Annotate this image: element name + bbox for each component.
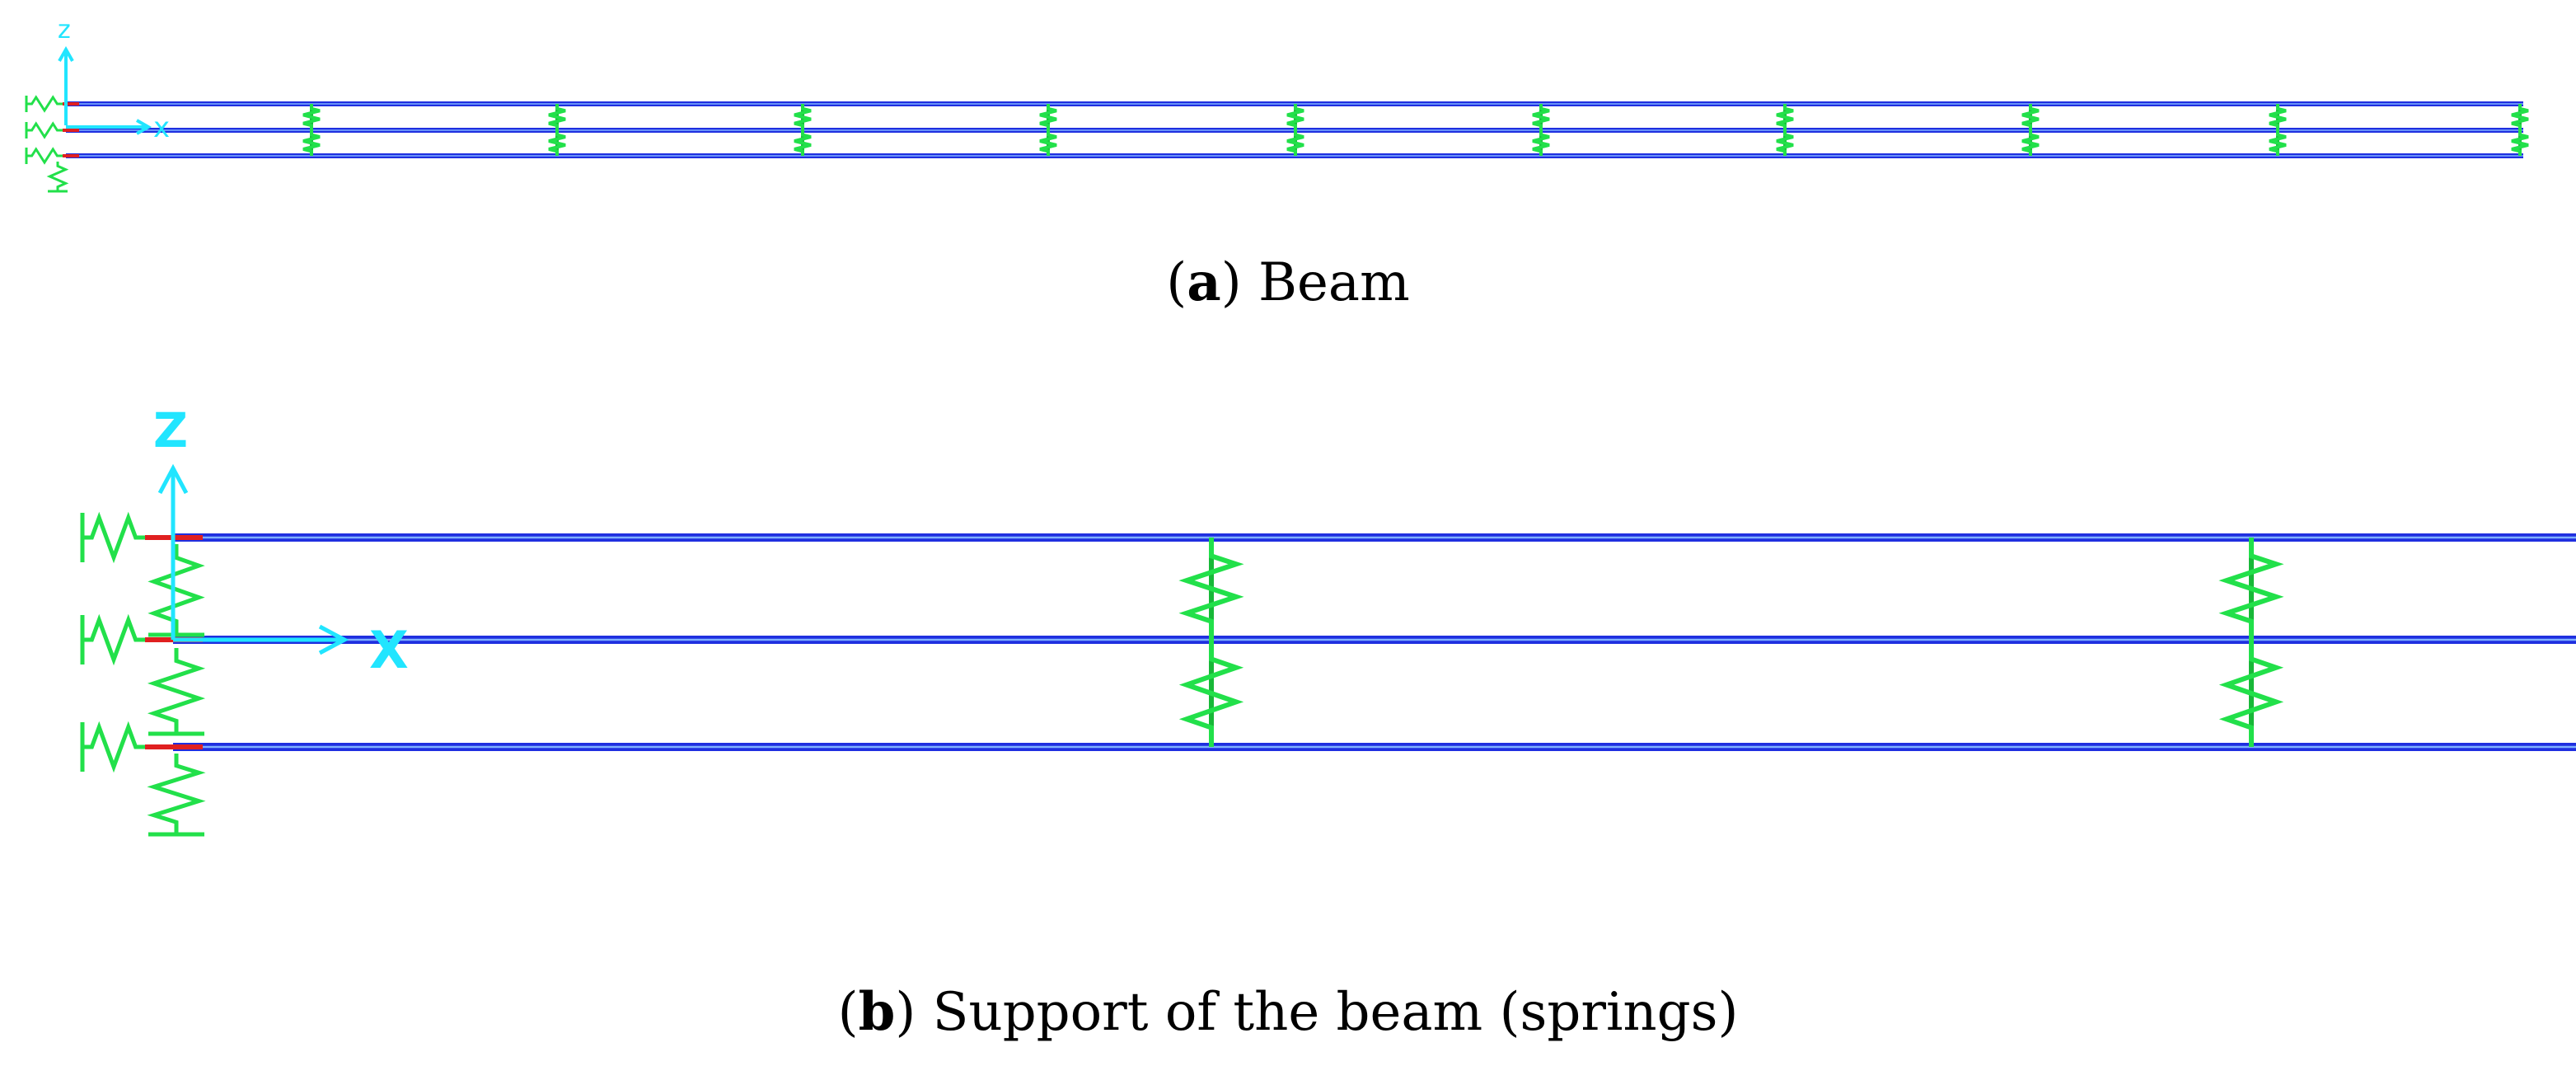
support-spring: [82, 613, 145, 666]
z-axis-label: Z: [153, 402, 188, 458]
panel-a-beam-overview: z x: [25, 16, 2529, 193]
spring: [1039, 130, 1057, 156]
spring: [2218, 640, 2284, 747]
spring: [1532, 130, 1550, 156]
caption-a-text: Beam: [1241, 252, 1410, 313]
spring: [794, 104, 812, 130]
support-spring: [82, 721, 145, 773]
caption-b: (b) Support of the beam (springs): [837, 981, 1739, 1043]
spring: [794, 130, 812, 156]
spring: [2021, 104, 2040, 130]
support-spring: [148, 544, 205, 635]
end-support-springs: [25, 95, 79, 193]
support-spring: [26, 121, 63, 139]
spring: [2269, 104, 2287, 130]
spring: [1532, 104, 1550, 130]
spring: [1776, 130, 1794, 156]
x-axis-arrowhead: [318, 624, 349, 655]
coordinate-axes: Z X: [153, 402, 409, 680]
z-axis-label: z: [58, 16, 71, 45]
spring: [302, 104, 321, 130]
spring: [2511, 104, 2529, 130]
caption-a: (a) Beam: [1166, 251, 1410, 313]
spring: [302, 130, 321, 156]
support-spring: [26, 95, 63, 113]
vertical-springs: [302, 104, 2529, 156]
beam-lines: [173, 533, 2576, 751]
spring: [1178, 640, 1244, 747]
end-support-springs: [80, 511, 206, 837]
vertical-springs: [1178, 538, 2284, 747]
spring: [2511, 130, 2529, 156]
caption-b-letter: b: [858, 981, 896, 1043]
coordinate-axes: z x: [58, 16, 170, 144]
caption-a-letter: a: [1187, 251, 1221, 313]
spring: [548, 130, 566, 156]
z-axis-arrowhead: [58, 45, 74, 62]
support-spring: [46, 162, 69, 191]
caption-b-text: Support of the beam (springs): [916, 982, 1739, 1043]
z-axis-arrowhead: [157, 463, 189, 495]
spring: [1286, 130, 1304, 156]
x-axis-label: x: [153, 111, 170, 144]
support-spring: [147, 754, 206, 834]
spring: [1286, 104, 1304, 130]
support-spring: [26, 147, 63, 165]
spring: [2021, 130, 2040, 156]
spring: [2218, 538, 2284, 640]
panel-b-beam-support: Z X: [80, 402, 2576, 837]
support-spring: [82, 511, 145, 564]
spring: [1776, 104, 1794, 130]
spring: [548, 104, 566, 130]
x-axis-arrowhead: [136, 119, 152, 135]
x-axis-label: X: [369, 620, 409, 680]
spring: [1178, 538, 1244, 640]
support-spring: [147, 648, 206, 734]
spring: [2269, 130, 2287, 156]
spring: [1039, 104, 1057, 130]
